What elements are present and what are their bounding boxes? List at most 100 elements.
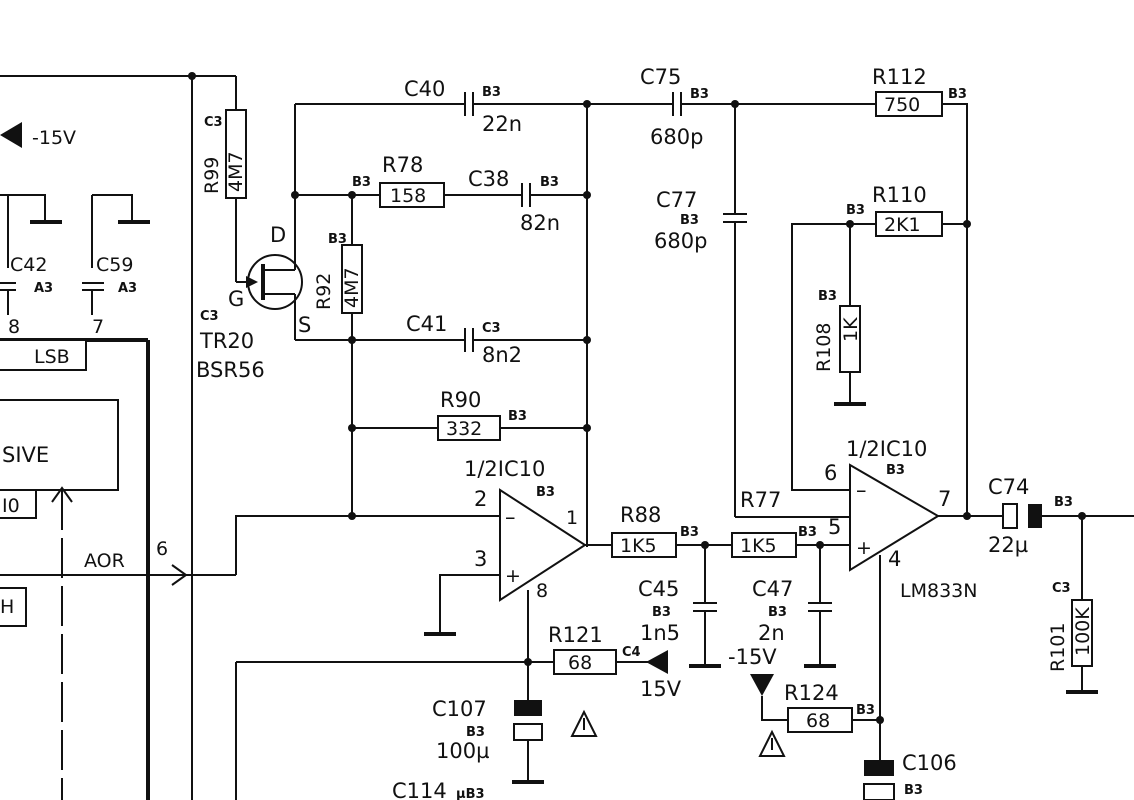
opamp2-pin-out: 7 <box>938 487 951 511</box>
opamp1-minus: – <box>505 505 516 529</box>
opamp2-minus: – <box>856 478 867 502</box>
r101-ref: R101 <box>1047 623 1069 672</box>
c40-ref: C40 <box>404 77 445 101</box>
c74-value: 22µ <box>988 533 1028 557</box>
tr20-ref: TR20 <box>199 329 254 353</box>
c45-value: 1n5 <box>640 621 680 645</box>
opamp1: – + 1/2IC10 B3 2 3 1 8 <box>236 457 587 636</box>
r92-value: 4M7 <box>341 267 363 308</box>
io-label: I0 <box>2 495 20 517</box>
c40-ref2: B3 <box>482 85 501 100</box>
r92-ref: R92 <box>313 273 335 310</box>
r121-ref: R121 <box>548 623 603 647</box>
c106-ref: C106 <box>902 751 957 775</box>
c38-ref2: B3 <box>540 175 559 190</box>
r124-ref: R124 <box>784 681 839 705</box>
c106-ref2: B3 <box>904 783 923 798</box>
r78-value: 158 <box>390 185 426 207</box>
r108-value: 1K <box>840 317 862 342</box>
c42-ref2: A3 <box>34 281 53 296</box>
neg15-left-label: -15V <box>32 127 76 149</box>
sive-label: SIVE <box>2 443 49 467</box>
c75-ref: C75 <box>640 65 681 89</box>
c41-capacitor: C41 C3 8n2 <box>295 312 587 367</box>
r112-resistor: 750 R112 B3 <box>872 65 968 516</box>
c59-ref: C59 <box>96 254 133 276</box>
c41-ref: C41 <box>406 312 447 336</box>
r121-resistor: 68 R121 C4 15V <box>548 623 682 737</box>
left-block: -15V C42 A3 C59 A3 8 7 LSB <box>0 72 237 800</box>
r99-value: 4M7 <box>225 151 247 192</box>
r90-value: 332 <box>446 418 482 440</box>
c74-ref: C74 <box>988 475 1029 499</box>
neg15-left-arrow <box>0 122 22 148</box>
c47-capacitor: C47 B3 2n <box>752 545 836 668</box>
r78-ref: R78 <box>382 153 423 177</box>
c107-value: 100µ <box>436 739 489 763</box>
c38-capacitor: C38 B3 82n <box>468 167 587 235</box>
opamp1-label: 1/2IC10 <box>464 457 545 481</box>
opamp1-pin-inv: 2 <box>474 487 487 511</box>
r99-ref2: C3 <box>204 115 223 130</box>
pos15-arrow <box>646 650 668 674</box>
c114-ref2: µB3 <box>456 787 485 800</box>
opamp2: – + 1/2IC10 B3 6 5 7 4 LM833N <box>824 437 977 760</box>
c114-ref: C114 <box>392 779 447 800</box>
c74-capacitor: C74 B3 22µ <box>988 475 1134 557</box>
io-box <box>0 489 37 519</box>
pos15-label: 15V <box>640 677 682 701</box>
tr20-part: BSR56 <box>196 358 265 382</box>
r78-resistor: 158 R78 B3 <box>295 153 522 208</box>
c75-capacitor: C75 B3 680p <box>587 65 876 149</box>
r124-ref2: B3 <box>856 703 875 718</box>
opamp2-pin-noninv: 5 <box>828 515 841 539</box>
pin6-label: 6 <box>156 538 168 560</box>
c114-capacitor: C114 µB3 <box>392 779 485 800</box>
c77-ref2: B3 <box>680 213 699 228</box>
c40-capacitor: C40 B3 22n <box>295 77 587 136</box>
c77-capacitor: C77 B3 680p <box>654 104 850 518</box>
c107-capacitor: C107 B3 100µ <box>432 697 544 784</box>
r101-ref2: C3 <box>1052 581 1071 596</box>
r90-ref2: B3 <box>508 409 527 424</box>
r110-resistor: 2K1 R110 B3 <box>791 183 967 491</box>
c47-ref2: B3 <box>768 605 787 620</box>
c77-ref: C77 <box>656 188 697 212</box>
c45-ref: C45 <box>638 577 679 601</box>
c74-ref2: B3 <box>1054 495 1073 510</box>
r124-resistor: -15V 68 R124 B3 <box>728 645 880 757</box>
r110-ref2: B3 <box>846 203 865 218</box>
warning-icon-2 <box>758 729 786 757</box>
opamp1-plus: + <box>505 565 521 587</box>
warning-icon <box>570 709 598 737</box>
h-label: H <box>0 596 14 618</box>
r110-value: 2K1 <box>884 214 921 236</box>
h-box <box>0 587 27 627</box>
tr20-ref2: C3 <box>200 309 219 324</box>
pin8-label: 8 <box>8 316 20 338</box>
lsb-box <box>0 339 87 371</box>
r124-value: 68 <box>806 710 830 732</box>
tr20-pin-s: S <box>298 313 311 337</box>
r108-resistor: 1K R108 B3 <box>813 224 866 406</box>
opamp2-plus: + <box>856 537 872 559</box>
r77-ref: R77 <box>740 488 781 512</box>
tr20-pin-g: G <box>228 287 244 311</box>
r92-ref2: B3 <box>328 232 347 247</box>
c106-capacitor: C106 B3 <box>863 751 957 800</box>
r112-value: 750 <box>884 94 920 116</box>
tr20-pin-d: D <box>270 223 286 247</box>
c38-ref: C38 <box>468 167 509 191</box>
opamp1-pin-v: 8 <box>536 580 548 602</box>
r121-ref2: C4 <box>622 645 641 660</box>
r101-value: 100K <box>1072 607 1094 656</box>
r88-ref2: B3 <box>680 525 699 540</box>
r88-ref: R88 <box>620 503 661 527</box>
r108-ref: R108 <box>813 323 835 372</box>
c107-ref: C107 <box>432 697 487 721</box>
opamp2-part: LM833N <box>900 580 977 602</box>
r90-ref: R90 <box>440 388 481 412</box>
opamp2-pin-inv: 6 <box>824 461 837 485</box>
lsb-label: LSB <box>34 346 70 368</box>
tr20-transistor: D G S C3 TR20 BSR56 <box>196 223 311 382</box>
